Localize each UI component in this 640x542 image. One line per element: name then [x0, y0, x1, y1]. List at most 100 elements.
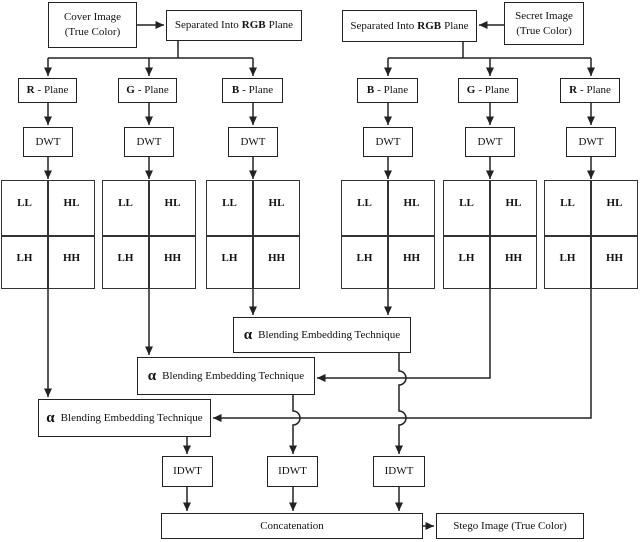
plane-letter: B: [231, 84, 240, 97]
plane-rest: - Plane: [37, 84, 69, 97]
plane-box-cover-r: R - Plane: [18, 78, 77, 103]
dwt-subband-grid-4: LL HL LH HH: [341, 180, 435, 289]
subband-label-hl: HL: [606, 197, 623, 209]
separated-rgb-plane-right-box: Separated Into RGB Plane: [342, 10, 477, 42]
dwt-subband-grid-6: LL HL LH HH: [544, 180, 638, 289]
subband-label-lh: LH: [458, 252, 475, 264]
grid-horizontal-divider: [2, 235, 94, 237]
subband-label-hh: HH: [267, 252, 286, 264]
subband-label-ll: LL: [118, 197, 133, 209]
cover-image-label-line1: Cover Image: [63, 11, 122, 24]
blending-label: Blending Embedding Technique: [60, 411, 203, 424]
blending-label: Blending Embedding Technique: [162, 369, 305, 382]
grid-horizontal-divider: [342, 235, 434, 237]
subband-label-ll: LL: [222, 197, 237, 209]
alpha-symbol: α: [147, 367, 157, 384]
stego-image-box: Stego Image (True Color): [436, 513, 584, 539]
secret-image-box: Secret Image (True Color): [504, 2, 584, 45]
grid-vertical-divider: [387, 181, 389, 288]
cover-image-box: Cover Image (True Color): [48, 2, 137, 48]
subband-label-hh: HH: [402, 252, 421, 264]
subband-label-hh: HH: [163, 252, 182, 264]
separated-prefix: Separated Into: [350, 19, 415, 32]
dwt-subband-grid-1: LL HL LH HH: [1, 180, 95, 289]
dwt-label: DWT: [35, 135, 61, 148]
plane-box-secret-b: B - Plane: [357, 78, 418, 103]
plane-rest: - Plane: [377, 84, 409, 97]
separated-bold: RGB: [241, 19, 266, 32]
idwt-box-2: IDWT: [267, 456, 318, 487]
grid-vertical-divider: [252, 181, 254, 288]
subband-label-hl: HL: [505, 197, 522, 209]
dwt-label: DWT: [240, 135, 266, 148]
subband-label-lh: LH: [16, 252, 33, 264]
grid-vertical-divider: [590, 181, 592, 288]
secret-image-label-line2: (True Color): [516, 24, 572, 37]
grid-horizontal-divider: [207, 235, 299, 237]
idwt-box-3: IDWT: [373, 456, 425, 487]
subband-label-ll: LL: [560, 197, 575, 209]
grid-vertical-divider: [47, 181, 49, 288]
concatenation-box: Concatenation: [161, 513, 423, 539]
subband-label-lh: LH: [221, 252, 238, 264]
plane-rest: - Plane: [242, 84, 274, 97]
plane-letter: R: [569, 84, 578, 97]
separated-prefix: Separated Into: [174, 19, 239, 32]
dwt-label: DWT: [477, 135, 503, 148]
subband-label-lh: LH: [356, 252, 373, 264]
arrow-grid6-to-blend3: [213, 289, 592, 422]
dwt-subband-grid-2: LL HL LH HH: [102, 180, 196, 289]
concatenation-label: Concatenation: [260, 519, 324, 532]
plane-letter: B: [366, 84, 375, 97]
dwt-subband-grid-5: LL HL LH HH: [443, 180, 537, 289]
secret-image-label-line1: Secret Image: [515, 9, 573, 22]
subband-label-hl: HL: [63, 197, 80, 209]
plane-rest: - Plane: [137, 84, 169, 97]
dwt-box-6: DWT: [566, 127, 616, 157]
alpha-blending-box-3: α Blending Embedding Technique: [38, 399, 211, 437]
plane-box-cover-g: G - Plane: [118, 78, 177, 103]
plane-rest: - Plane: [478, 84, 510, 97]
subband-label-hl: HL: [268, 197, 285, 209]
grid-horizontal-divider: [545, 235, 637, 237]
idwt-box-1: IDWT: [162, 456, 213, 487]
subband-label-hl: HL: [164, 197, 181, 209]
arrow-blend1-to-idwt3: [395, 353, 407, 454]
plane-letter: G: [126, 84, 135, 97]
dwt-box-4: DWT: [363, 127, 413, 157]
alpha-symbol: α: [46, 409, 55, 426]
alpha-symbol: α: [243, 326, 253, 343]
subband-label-hl: HL: [403, 197, 420, 209]
grid-vertical-divider: [148, 181, 150, 288]
subband-label-ll: LL: [17, 197, 32, 209]
alpha-blending-box-1: α Blending Embedding Technique: [233, 317, 411, 353]
dwt-label: DWT: [375, 135, 401, 148]
dwt-subband-grid-3: LL HL LH HH: [206, 180, 300, 289]
dwt-label: DWT: [136, 135, 162, 148]
idwt-label: IDWT: [278, 465, 307, 478]
blending-label: Blending Embedding Technique: [258, 328, 401, 341]
dwt-box-3: DWT: [228, 127, 278, 157]
subband-label-hh: HH: [62, 252, 81, 264]
plane-letter: R: [26, 84, 35, 97]
plane-box-secret-r: R - Plane: [560, 78, 620, 103]
arrow-grid5-to-blend2: [317, 289, 491, 382]
separated-rgb-plane-left-box: Separated Into RGB Plane: [166, 10, 302, 41]
subband-label-lh: LH: [559, 252, 576, 264]
dwt-label: DWT: [578, 135, 604, 148]
subband-label-hh: HH: [504, 252, 523, 264]
grid-vertical-divider: [489, 181, 491, 288]
plane-rest: - Plane: [580, 84, 611, 97]
alpha-blending-box-2: α Blending Embedding Technique: [137, 357, 315, 395]
idwt-label: IDWT: [173, 465, 202, 478]
cover-image-label-line2: (True Color): [64, 26, 121, 38]
grid-horizontal-divider: [444, 235, 536, 237]
dwt-box-1: DWT: [23, 127, 73, 157]
idwt-label: IDWT: [384, 465, 414, 478]
plane-letter: G: [466, 84, 476, 97]
stego-image-label: Stego Image (True Color): [453, 519, 567, 532]
subband-label-ll: LL: [357, 197, 372, 209]
subband-label-ll: LL: [459, 197, 474, 209]
